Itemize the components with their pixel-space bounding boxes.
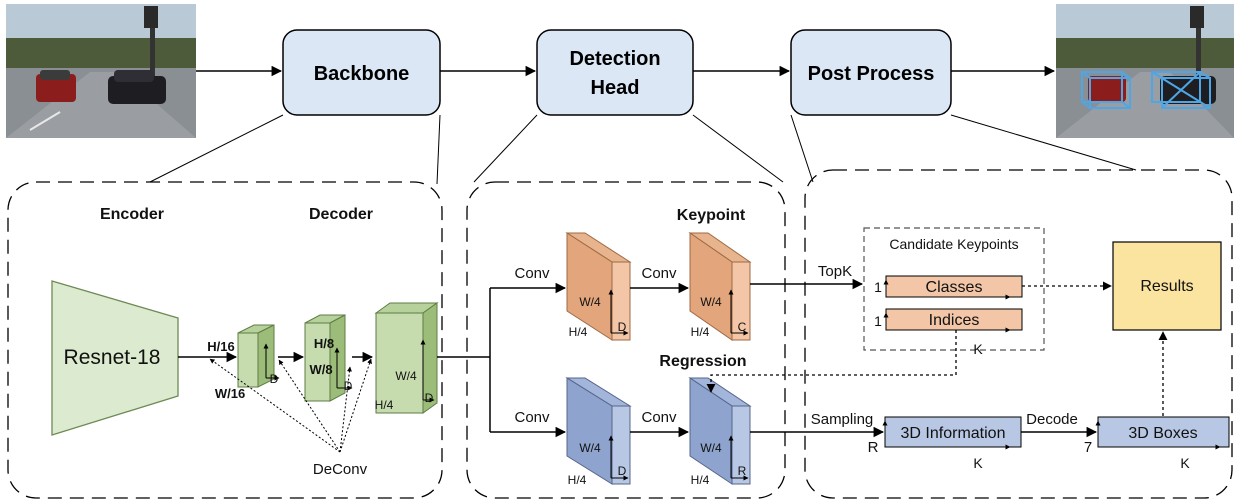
candidate-keypoints-label: Candidate Keypoints [889,236,1018,252]
dim-d-k1: D [618,320,627,334]
deconv-lines [209,358,372,453]
classes-one: 1 [874,279,882,295]
dim-w4-k1: W/4 [579,295,601,309]
regression-feature-map-1 [565,377,632,485]
input-image [6,4,196,138]
3d-box-overlay [1081,71,1211,109]
backbone-panel [7,181,443,499]
decode-seven: 7 [1084,439,1092,456]
indices-label: Indices [929,312,980,329]
keypoint-label: Keypoint [677,207,746,224]
detection-head-label-line2: Head [591,77,640,99]
deconv-label: DeConv [313,461,368,478]
post-process-label: Post Process [808,63,935,85]
decoder-label: Decoder [309,206,373,223]
conv-label-r1: Conv [514,409,550,426]
info3d-label: 3D Information [901,425,1006,442]
backbone-box [282,29,441,116]
dim-r-head: R [738,464,747,478]
zoom-connectors [149,114,1137,185]
conv-label-r2: Conv [641,409,677,426]
dim-h4-r2: H/4 [691,473,710,487]
keypoint-feature-map-2 [688,232,752,341]
dim-d-3: D [425,391,434,405]
backbone-label: Backbone [314,63,410,85]
conv-label-k1: Conv [514,265,550,282]
dim-c: C [738,320,747,334]
conv-label-k2: Conv [641,265,677,282]
indices-k: K [973,341,983,357]
detection-head-box [536,29,694,116]
boxes3d-label: 3D Boxes [1128,425,1197,442]
sampling-label: Sampling [811,411,874,428]
dim-d-1: D [270,372,279,386]
post-panel [804,169,1233,499]
dotted-flow-lines [706,281,1168,416]
backbone-to-head-connectors [437,282,567,438]
decoder-feature-map-2 [304,314,346,402]
regression-feature-map-2 [688,377,752,485]
dim-h8: H/8 [314,336,334,351]
resnet-label: Resnet-18 [64,346,161,369]
dim-w4-r1: W/4 [579,441,601,455]
head-panel [466,181,786,499]
dim-h4-backbone: H/4 [375,398,394,412]
dim-d-2: D [344,379,353,393]
dim-h4-k2: H/4 [691,325,710,339]
dim-h4-k1: H/4 [569,325,588,339]
decode-label: Decode [1026,411,1078,428]
classes-label: Classes [926,279,983,296]
encoder-label: Encoder [100,206,164,223]
detection-head-label-line1: Detection [569,48,660,70]
dim-w8: W/8 [309,362,332,377]
regression-label: Regression [659,353,746,370]
dim-w16: W/16 [215,386,245,401]
topk-label: TopK [818,263,852,280]
resnet-encoder-block [51,280,179,436]
dim-w4-r2: W/4 [700,441,722,455]
dim-w4-k2: W/4 [700,295,722,309]
sampling-r: R [868,439,879,456]
boxes3d-k: K [1180,455,1190,471]
dim-h4-r1: H/4 [568,473,587,487]
post-process-box [790,29,952,116]
dim-h16: H/16 [207,339,234,354]
candidate-keypoints-box [863,227,1045,351]
info3d-k: K [973,455,983,471]
dim-w4-backbone: W/4 [395,369,417,383]
decoder-feature-map-3 [374,302,439,414]
keypoint-feature-map-1 [565,232,632,341]
results-box [1112,241,1222,331]
indices-one: 1 [874,313,882,329]
results-label: Results [1140,278,1193,295]
dim-d-r1: D [618,464,627,478]
output-image [1056,4,1234,138]
